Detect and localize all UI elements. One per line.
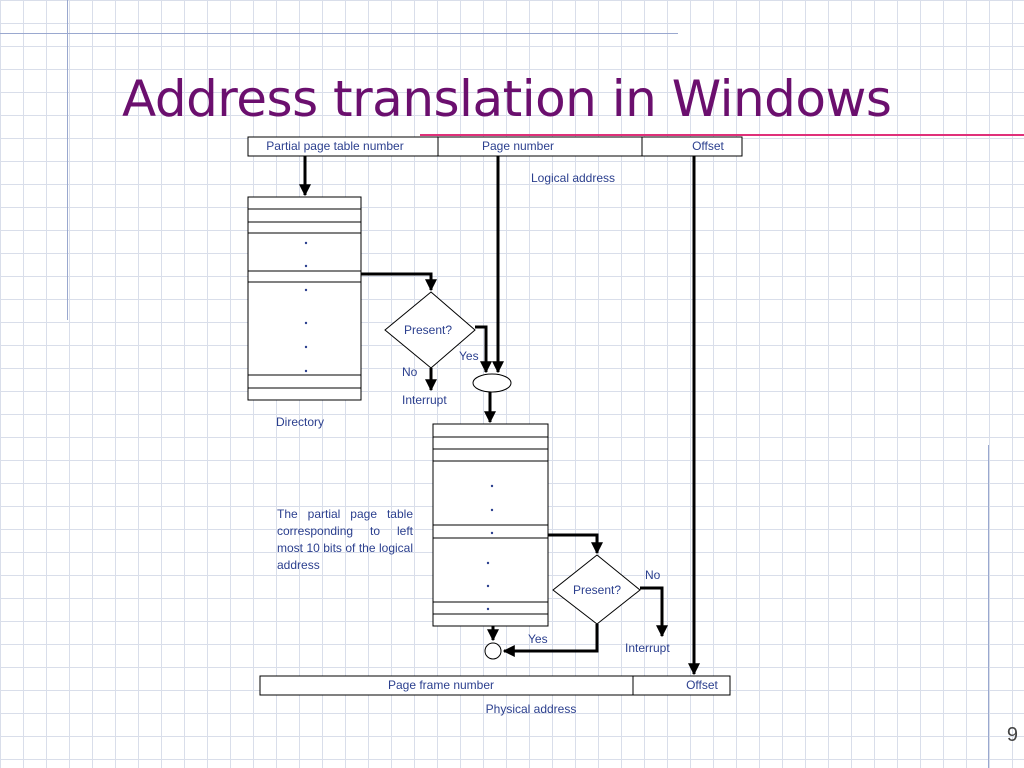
page-table-ellipsis [486, 484, 494, 611]
page-table-present-label: Present? [573, 583, 621, 597]
title-underline [420, 134, 1024, 136]
arrow-page-table-to-decision [548, 533, 603, 555]
directory-interrupt-label: Interrupt [402, 393, 447, 407]
slide-number: 9 [1006, 724, 1018, 746]
arrow-page-table-yes [502, 624, 599, 657]
arrow-directory-to-decision [361, 272, 437, 292]
logical-field-page-number: Page number [482, 139, 554, 153]
page-title: Address translation in Windows [122, 70, 892, 128]
arrow-page-table-no [640, 586, 668, 638]
page-table-no-label: No [645, 568, 661, 582]
directory-label: Directory [276, 415, 324, 429]
logical-address-box [247, 136, 743, 157]
physical-field-frame: Page frame number [388, 678, 494, 692]
right-decor-line [988, 445, 989, 768]
directory-ellipsis [304, 241, 308, 373]
page-table-interrupt-label: Interrupt [625, 641, 670, 655]
top-decor-line [0, 33, 678, 34]
physical-address-box [259, 675, 731, 696]
logical-field-offset: Offset [692, 139, 724, 153]
combine-oval-1 [472, 373, 512, 393]
logical-field-partial-table: Partial page table number [266, 139, 403, 153]
directory-present-label: Present? [404, 323, 452, 337]
directory-yes-label: Yes [459, 349, 479, 363]
logical-address-caption: Logical address [531, 171, 615, 185]
physical-address-caption: Physical address [486, 702, 577, 716]
physical-field-offset: Offset [686, 678, 718, 692]
page-table-caption: The partial page table corresponding to … [277, 507, 413, 572]
directory-table [247, 196, 362, 401]
left-decor-line [67, 0, 68, 320]
page-table-yes-label: Yes [528, 632, 548, 646]
combine-circle-2 [484, 642, 502, 660]
directory-no-label: No [402, 365, 418, 379]
partial-page-table [432, 423, 549, 627]
arrow-directory-yes [475, 325, 492, 374]
